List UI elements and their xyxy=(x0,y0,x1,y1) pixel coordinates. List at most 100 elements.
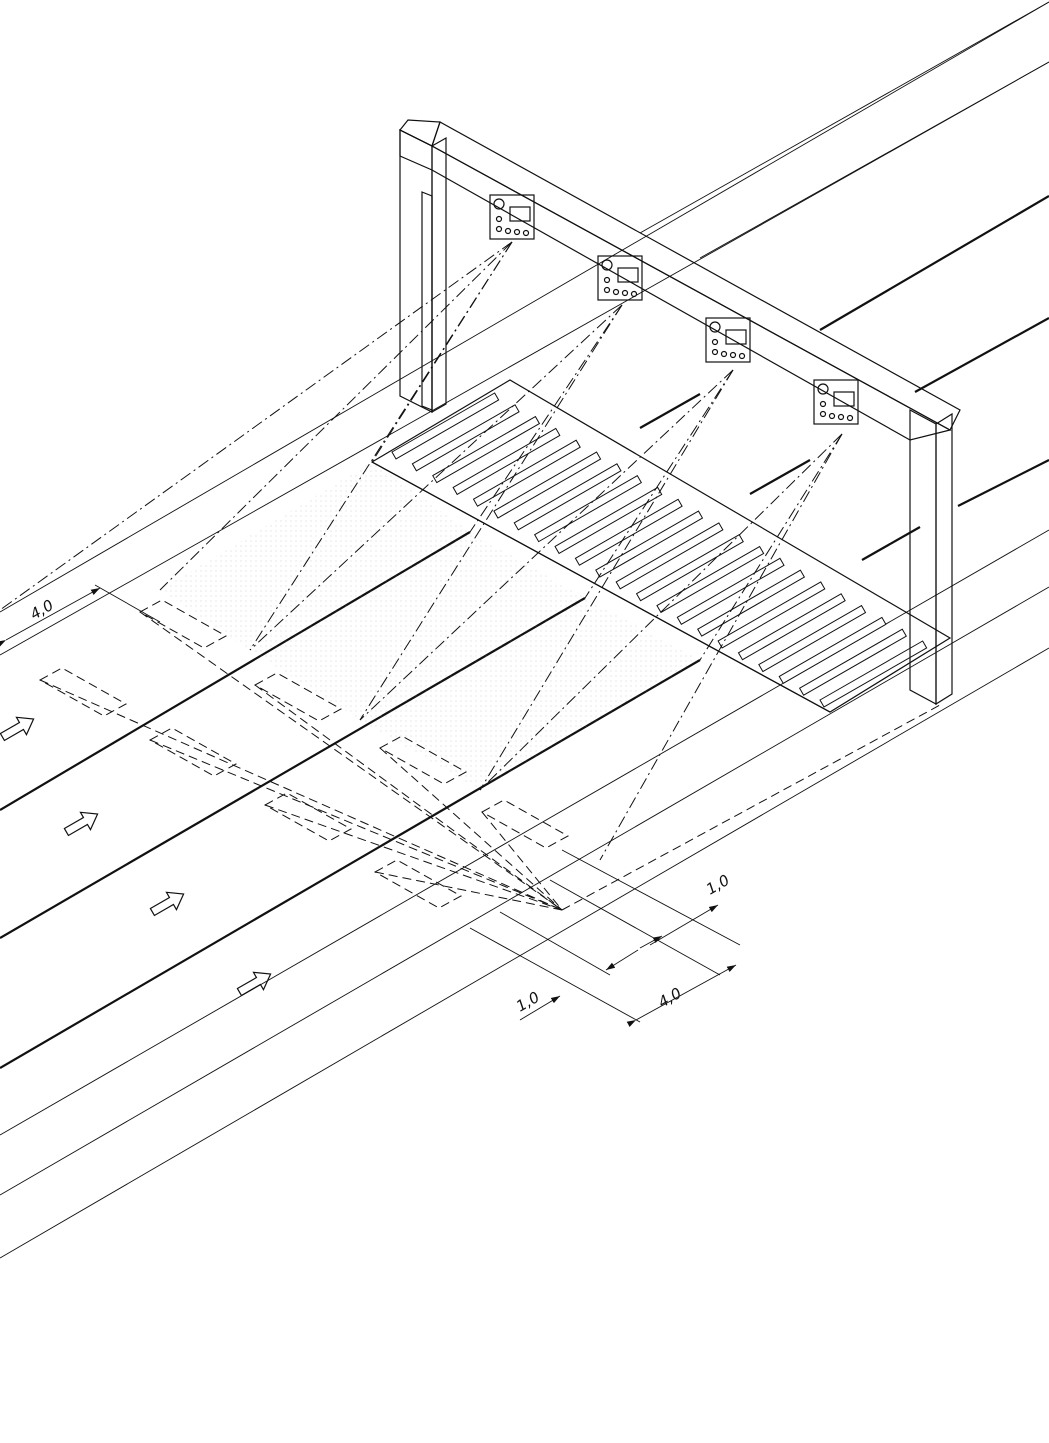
far-road-line xyxy=(639,1,1049,234)
crosswalk-stripe xyxy=(819,640,928,708)
led-icon xyxy=(513,228,521,236)
led-icon xyxy=(738,352,746,360)
led-icon xyxy=(504,227,512,235)
dim-line-right-bottom-2 xyxy=(605,949,639,971)
crosswalk-stripe xyxy=(472,439,581,507)
direction-arrows xyxy=(0,716,272,997)
sight-line-4c xyxy=(699,433,843,661)
sight-line-3c xyxy=(584,369,734,599)
crosswalk-stripe xyxy=(758,604,867,673)
crosswalk-stripe xyxy=(554,486,663,555)
dim-ext-r3 xyxy=(469,927,641,1023)
right-post-side xyxy=(935,412,953,706)
detection-zones xyxy=(160,462,700,790)
led-icon xyxy=(711,348,719,356)
crosswalk-stripe xyxy=(411,404,520,472)
sight-line-1a xyxy=(159,241,513,591)
conv-3 xyxy=(149,739,563,911)
led-icon xyxy=(846,414,854,422)
led-icon xyxy=(630,290,638,298)
camera-housing xyxy=(813,379,859,425)
crosswalk-edge xyxy=(371,461,831,713)
ground-markers xyxy=(38,599,570,909)
led-icon xyxy=(522,229,530,237)
sight-line-back-1 xyxy=(0,241,513,611)
dim-line-right-4 xyxy=(626,964,737,1027)
dim-ext-r2 xyxy=(549,879,721,976)
far-lane-mark-2 xyxy=(749,459,811,495)
conv-6 xyxy=(379,747,563,911)
led-icon xyxy=(720,350,728,358)
camera-housing xyxy=(705,317,751,363)
dim-label-right-top: 1,0 xyxy=(703,871,733,899)
hollow-arrow-icon xyxy=(63,811,99,837)
crosswalk-stripe xyxy=(656,545,765,614)
dim-ext-tl xyxy=(94,584,161,623)
dim-ext-r4 xyxy=(499,911,611,976)
dim-line-top-left xyxy=(0,587,101,647)
camera-housing xyxy=(597,255,643,301)
crosswalk-stripe xyxy=(778,616,887,685)
zone-2 xyxy=(250,532,585,720)
ground-marker xyxy=(253,672,343,722)
crosswalk-stripe xyxy=(635,534,744,602)
convergence-lines xyxy=(39,611,941,911)
sight-line-2a xyxy=(249,304,623,651)
left-post-inner xyxy=(421,191,433,411)
crosswalk-stripe xyxy=(676,557,785,625)
crosswalk-stripe xyxy=(595,510,704,578)
crosswalk-stripe xyxy=(737,593,846,661)
conv-9 xyxy=(561,704,941,911)
crosswalk-stripe xyxy=(717,581,826,649)
camera-icon xyxy=(709,321,721,333)
far-lane-line-2 xyxy=(914,317,1049,393)
crosswalk-stripe xyxy=(391,392,500,460)
hollow-arrow-icon xyxy=(0,716,35,742)
conv-5 xyxy=(264,804,563,911)
gantry-beam-face xyxy=(431,121,961,431)
conv-8 xyxy=(481,811,563,911)
led-icon xyxy=(495,225,503,233)
ground-marker xyxy=(138,599,228,649)
ground-marker xyxy=(38,667,128,717)
hollow-arrow-icon xyxy=(236,971,272,997)
crosswalk-stripe xyxy=(697,569,806,637)
led-icon xyxy=(828,412,836,420)
road-lines xyxy=(0,1,1049,1259)
dim-label-right-bottom: 1,0 xyxy=(513,988,543,1016)
display-icon xyxy=(617,267,639,283)
camera-unit-4 xyxy=(813,379,859,425)
road-far-edge-2 xyxy=(0,61,1049,656)
led-icon xyxy=(603,276,611,284)
road-near-edge-1 xyxy=(0,586,1049,1196)
led-icon xyxy=(495,215,503,223)
dim-ext-r1 xyxy=(561,849,741,946)
camera-icon xyxy=(817,383,829,395)
led-icon xyxy=(819,410,827,418)
camera-unit-2 xyxy=(597,255,643,301)
display-icon xyxy=(725,329,747,345)
sight-line-3b xyxy=(479,369,734,791)
crosswalk-stripe xyxy=(432,415,541,484)
zone-3 xyxy=(360,598,700,790)
sight-line-1b xyxy=(249,241,513,651)
led-icon xyxy=(612,288,620,296)
sight-line-4b xyxy=(599,433,843,861)
dim-line-right-bottom xyxy=(519,995,561,1021)
sight-line-4a xyxy=(479,433,843,791)
ground-marker xyxy=(263,792,353,842)
far-road-line-b xyxy=(699,61,1049,259)
zone-1 xyxy=(160,462,470,650)
led-icon xyxy=(621,289,629,297)
led-icon xyxy=(711,338,719,346)
dim-line-right-mid xyxy=(639,935,663,949)
far-lane-mark-3 xyxy=(861,526,921,561)
left-post-side xyxy=(431,136,447,414)
crosswalk-stripe xyxy=(533,474,643,543)
display-icon xyxy=(509,206,531,222)
led-icon xyxy=(819,400,827,408)
crosswalk-stripe xyxy=(798,628,907,696)
ground-marker xyxy=(480,799,570,849)
